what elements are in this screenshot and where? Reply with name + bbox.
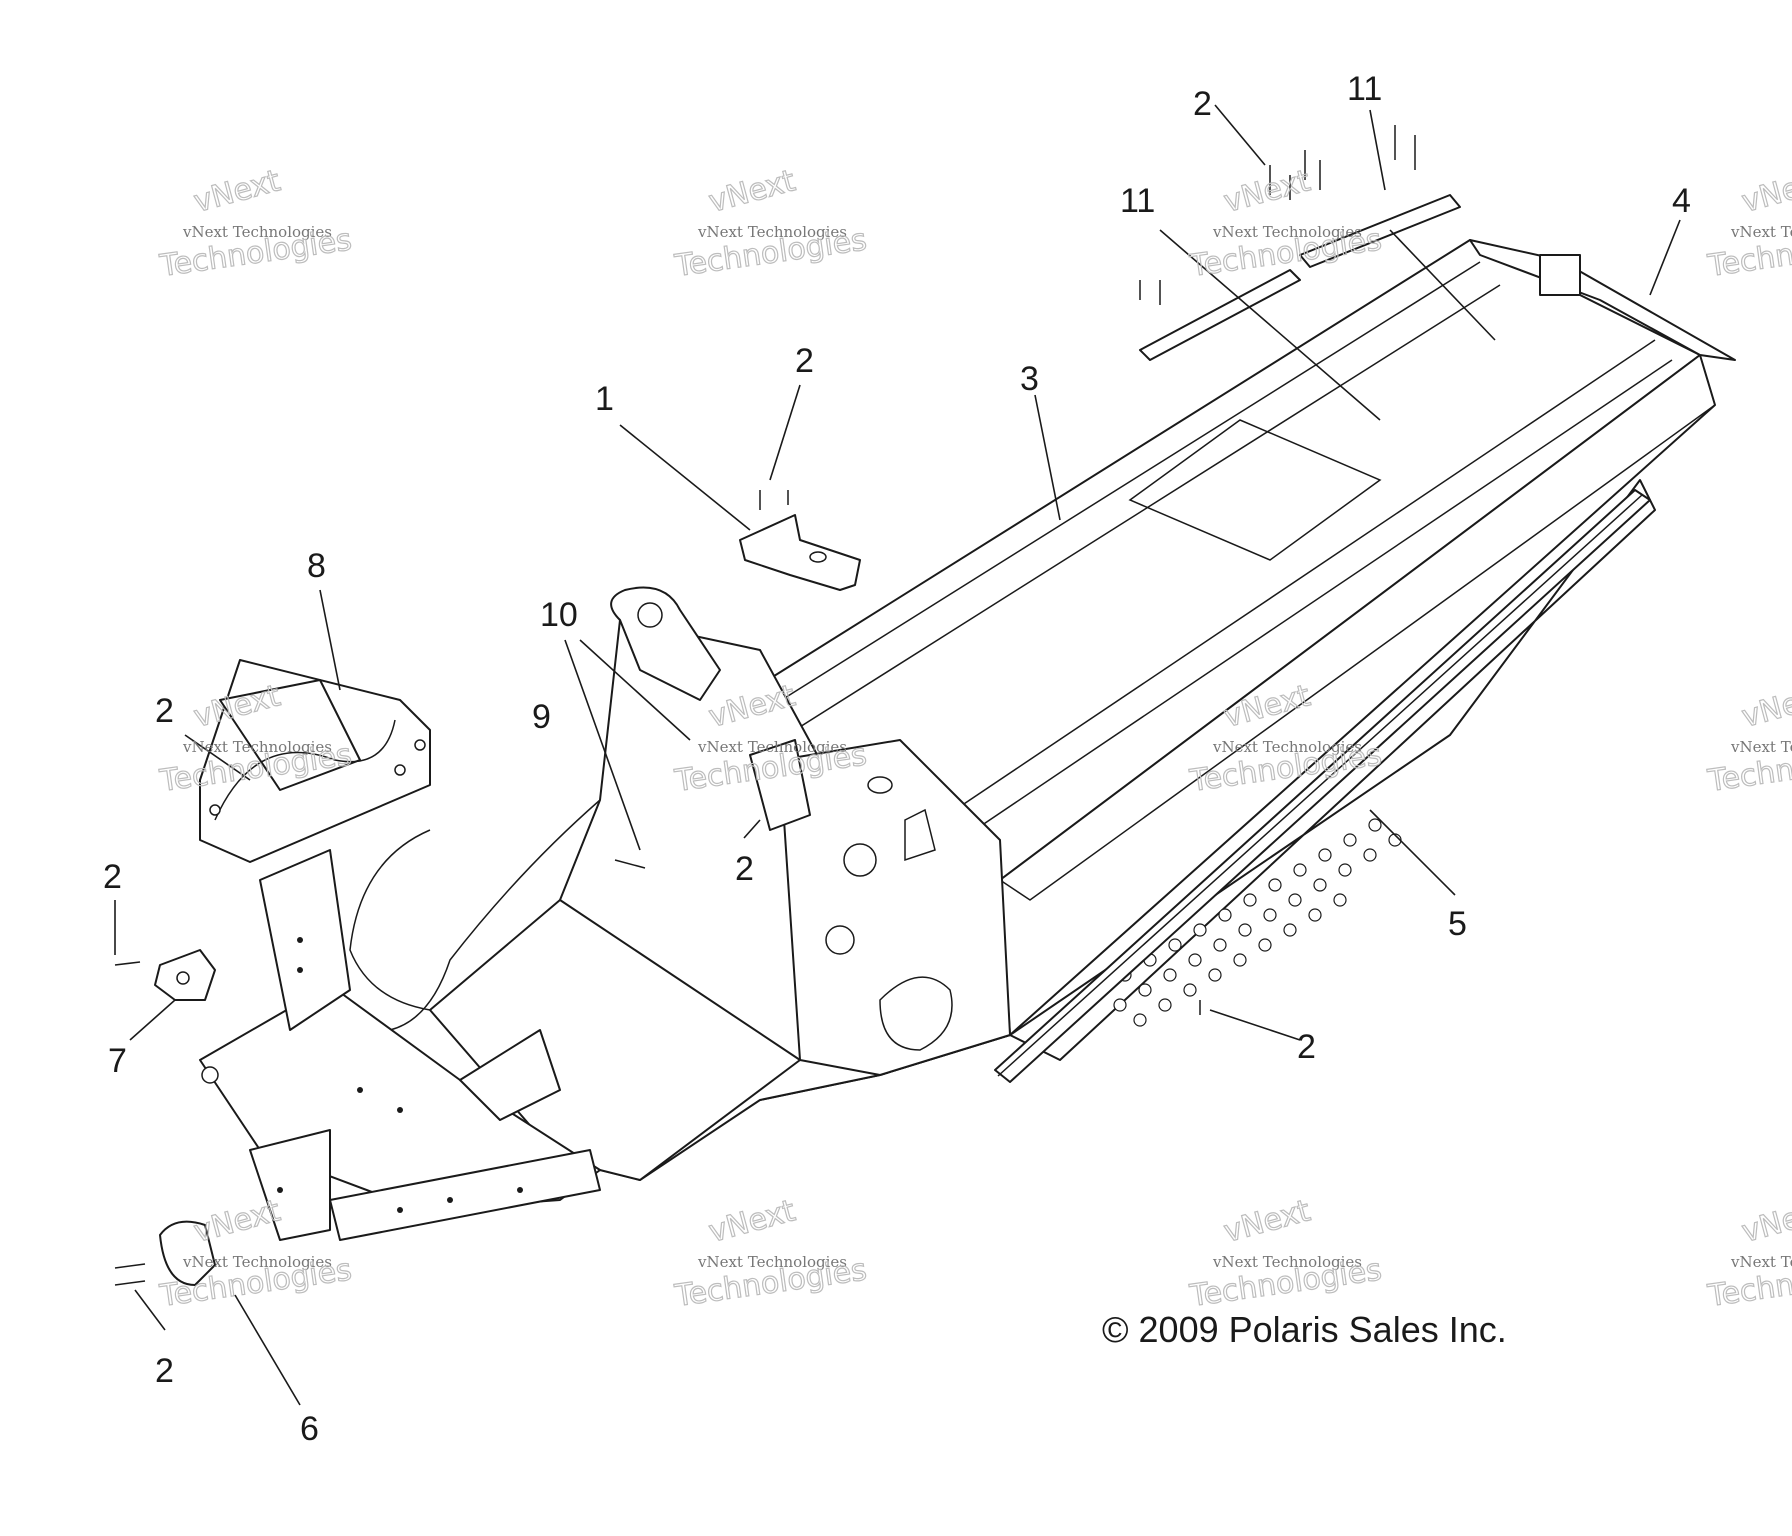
watermark: vNext vNext Technologies Technologies xyxy=(1705,163,1792,285)
svg-text:vNext: vNext xyxy=(705,1193,799,1250)
watermark: vNext vNext Technologies Technologies xyxy=(157,163,355,285)
part-8-bracket xyxy=(199,659,431,863)
svg-text:vNext Technologies: vNext Technologies xyxy=(1212,738,1362,756)
copyright-text: © 2009 Polaris Sales Inc. xyxy=(1102,1309,1507,1350)
svg-text:vNext Technologies: vNext Technologies xyxy=(1730,223,1792,241)
callout-2-b: 2 xyxy=(1193,85,1212,123)
svg-text:vNext Technologies: vNext Technologies xyxy=(182,223,332,241)
watermark: vNext vNext Technologies Technologies xyxy=(1705,1193,1792,1315)
watermark: vNext vNext Technologies Technologies xyxy=(672,1193,870,1315)
callout-2-a: 2 xyxy=(795,342,814,380)
callout-7: 7 xyxy=(108,1042,127,1080)
part-6-bracket xyxy=(159,1220,216,1286)
svg-text:vNext Technologies: vNext Technologies xyxy=(182,738,332,756)
part-11-rails xyxy=(1139,194,1461,361)
svg-text:vNext: vNext xyxy=(1738,1193,1792,1250)
callout-9: 9 xyxy=(532,698,551,736)
callout-8: 8 xyxy=(307,547,326,585)
watermark: vNext vNext Technologies Technologies xyxy=(1187,1193,1385,1315)
svg-text:vNext Technologies: vNext Technologies xyxy=(1212,223,1362,241)
svg-text:vNext: vNext xyxy=(705,163,799,220)
svg-text:vNext: vNext xyxy=(190,163,284,220)
watermark: vNext vNext Technologies Technologies xyxy=(672,163,870,285)
callout-numbers: 1 2 3 4 11 2 11 8 2 10 9 2 2 7 5 2 2 6 xyxy=(103,70,1691,1448)
callout-4: 4 xyxy=(1672,182,1691,220)
watermark: vNext vNext Technologies Technologies xyxy=(157,678,355,800)
callout-3: 3 xyxy=(1020,360,1039,398)
watermark: vNext vNext Technologies Technologies xyxy=(1187,163,1385,285)
callout-2-c: 2 xyxy=(155,692,174,730)
svg-text:vNext: vNext xyxy=(1738,678,1792,735)
front-crossmember xyxy=(199,849,601,1241)
part-7-bracket xyxy=(154,949,216,1001)
leader-lines xyxy=(114,104,1681,1406)
svg-text:vNext Technologies: vNext Technologies xyxy=(182,1253,332,1271)
callout-5: 5 xyxy=(1448,905,1467,943)
svg-text:vNext: vNext xyxy=(1738,163,1792,220)
callout-11-a: 11 xyxy=(1120,182,1155,220)
svg-text:vNext Technologies: vNext Technologies xyxy=(697,738,847,756)
svg-text:vNext: vNext xyxy=(190,1193,284,1250)
callout-1: 1 xyxy=(595,380,614,418)
svg-text:vNext Technologies: vNext Technologies xyxy=(697,1253,847,1271)
part-1-bracket xyxy=(739,490,861,591)
front-bulkhead xyxy=(349,586,1011,1181)
callout-10: 10 xyxy=(540,596,578,634)
svg-text:vNext: vNext xyxy=(1220,163,1314,220)
callout-2-f: 2 xyxy=(1297,1028,1316,1066)
callout-2-d: 2 xyxy=(735,850,754,888)
svg-text:vNext Technologies: vNext Technologies xyxy=(1730,1253,1792,1271)
svg-text:vNext Technologies: vNext Technologies xyxy=(1212,1253,1362,1271)
part-10-plate xyxy=(749,739,811,831)
callout-6: 6 xyxy=(300,1410,319,1448)
running-board xyxy=(994,479,1656,1083)
watermark: vNext vNext Technologies Technologies xyxy=(1705,678,1792,800)
callout-11-b: 11 xyxy=(1347,70,1382,108)
svg-text:vNext Technologies: vNext Technologies xyxy=(1730,738,1792,756)
fasteners xyxy=(114,125,1416,1286)
callout-2-g: 2 xyxy=(155,1352,174,1390)
svg-text:vNext Technologies: vNext Technologies xyxy=(697,223,847,241)
callout-2-e: 2 xyxy=(103,858,122,896)
svg-text:vNext: vNext xyxy=(1220,1193,1314,1250)
